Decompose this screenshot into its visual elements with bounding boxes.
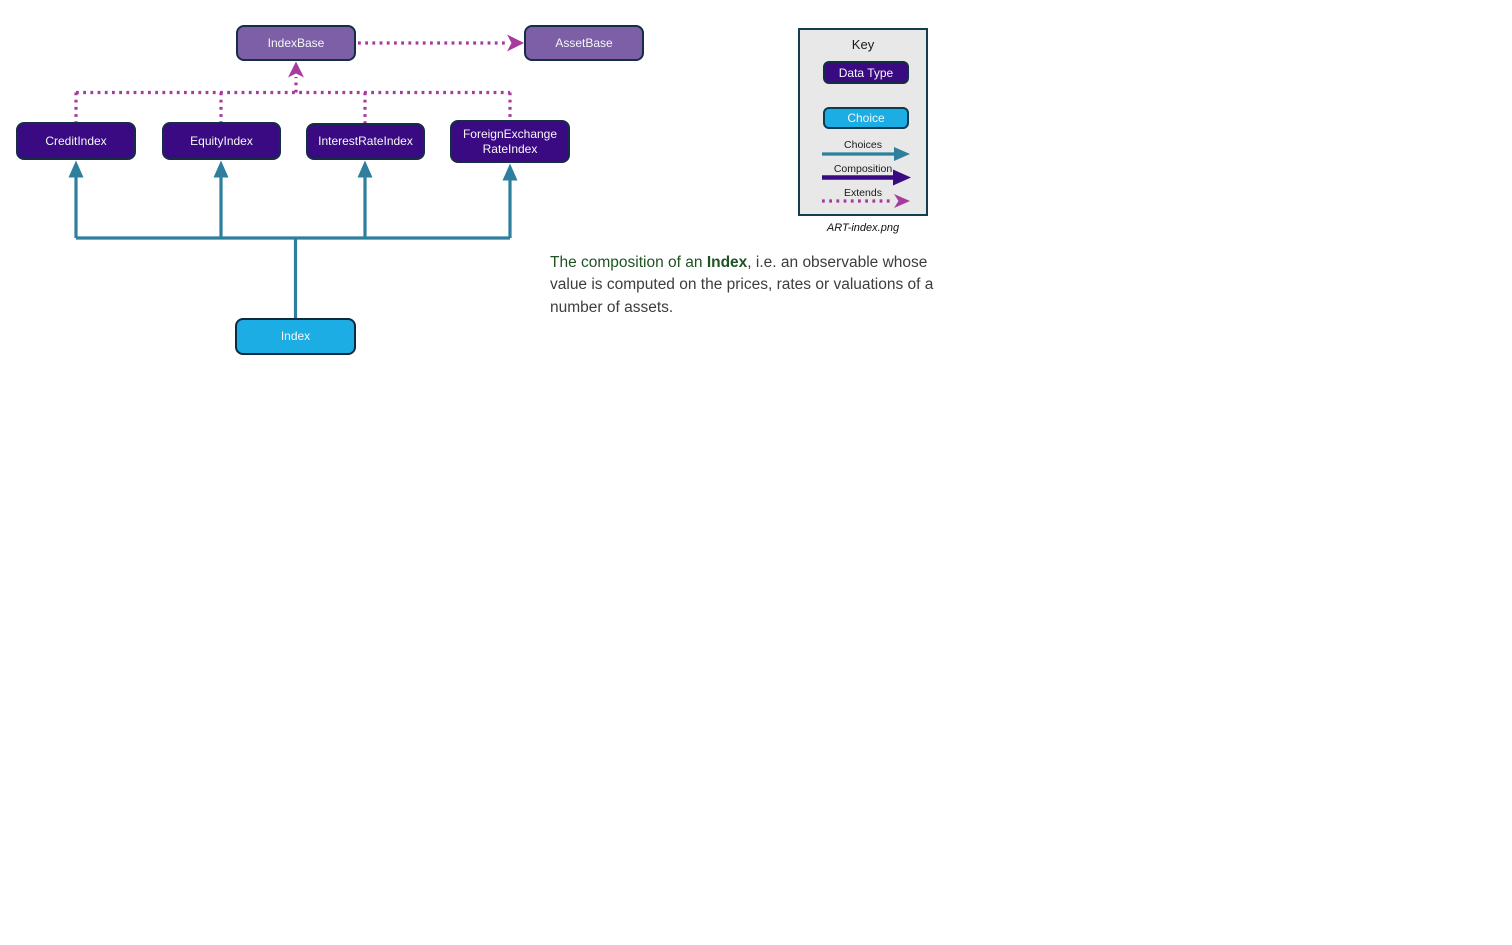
legend-extends-label: Extends xyxy=(844,186,882,199)
node-foreignexchangerateindex: ForeignExchange RateIndex xyxy=(450,120,570,163)
choices-tree-index-subtypes xyxy=(68,160,518,318)
node-assetbase: AssetBase xyxy=(524,25,644,61)
node-index-label: Index xyxy=(280,329,311,343)
legend-choices-label: Choices xyxy=(844,139,882,151)
node-indexbase-label: IndexBase xyxy=(267,35,325,50)
description-seg-body: , i.e. an observable whose value is comp… xyxy=(550,254,934,316)
node-interestrateindex-label: InterestRateIndex xyxy=(318,134,413,148)
node-foreignexchangerateindex-label-line1: ForeignExchange xyxy=(462,126,558,141)
extends-arrow-indexbase-assetbase xyxy=(358,34,524,52)
node-equityindex-label: EquityIndex xyxy=(190,133,253,148)
legend-choice-swatch: Choice xyxy=(823,107,909,129)
choices-arrow-icon xyxy=(822,147,910,161)
legend-composition-label: Composition xyxy=(833,162,893,175)
extends-arrow-icon xyxy=(822,194,910,208)
node-index: Index xyxy=(235,318,356,355)
node-creditindex: CreditIndex xyxy=(16,122,136,160)
legend-choice-label: Choice xyxy=(847,111,885,125)
legend-data-type-swatch: Data Type xyxy=(823,61,909,84)
legend-title: Key xyxy=(851,37,875,52)
composition-arrow-icon xyxy=(822,169,911,186)
node-indexbase: IndexBase xyxy=(236,25,356,61)
extends-tree-subtypes-indexbase xyxy=(74,61,512,123)
description-seg-intro: The composition of an xyxy=(550,254,707,271)
node-equityindex: EquityIndex xyxy=(162,122,281,160)
legend-data-type-label: Data Type xyxy=(838,65,894,80)
node-interestrateindex: InterestRateIndex xyxy=(306,123,425,160)
description-text: The composition of an Index, i.e. an obs… xyxy=(550,252,938,319)
description-seg-period: . xyxy=(668,298,674,316)
node-foreignexchangerateindex-label-line2: RateIndex xyxy=(482,141,538,156)
description-seg-term: Index xyxy=(706,254,748,271)
node-creditindex-label: CreditIndex xyxy=(45,133,107,148)
image-filename-caption: ART-index.png xyxy=(826,222,900,234)
node-assetbase-label: AssetBase xyxy=(555,35,613,50)
legend-key-box: Key Data Type Choice Choices Composition… xyxy=(798,28,928,216)
